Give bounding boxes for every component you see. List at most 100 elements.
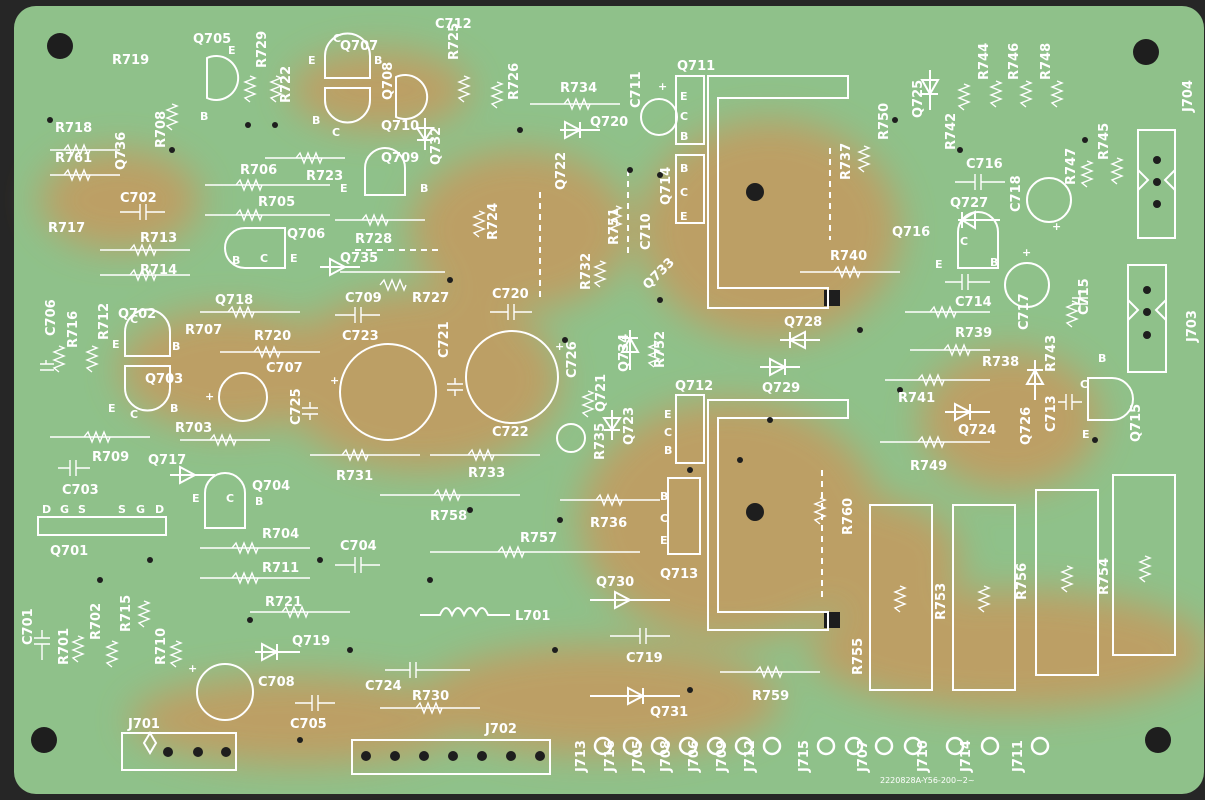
label-q702: Q702 [118, 307, 156, 322]
label-c714: C714 [955, 295, 992, 310]
label-c722: C722 [492, 425, 529, 440]
label-q716: Q716 [892, 225, 930, 240]
label-r755: R755 [851, 638, 866, 675]
label-q721: Q721 [594, 374, 609, 412]
plus-c707: + [205, 390, 214, 403]
label-r712: R712 [97, 303, 112, 340]
pin-c10: C [660, 512, 668, 525]
label-j702: J702 [484, 722, 517, 737]
label-c721: C721 [437, 321, 452, 358]
pin-e: E [228, 44, 236, 57]
pin-e6: E [108, 402, 116, 415]
label-r748: R748 [1039, 43, 1054, 80]
pin-c4: C [130, 313, 138, 326]
plus-c718: + [1052, 220, 1061, 233]
label-q724: Q724 [958, 423, 996, 438]
label-j701: J701 [127, 717, 160, 732]
label-r715: R715 [119, 595, 134, 632]
label-j703: J703 [1185, 310, 1200, 343]
pin-e2: E [308, 54, 316, 67]
label-r732: R732 [579, 253, 594, 290]
label-r742: R742 [944, 113, 959, 150]
label-q722: Q722 [554, 152, 569, 190]
label-c701: C701 [21, 608, 36, 645]
label-r714: R714 [140, 263, 177, 278]
transistor-outlines [124, 32, 1134, 529]
label-r758: R758 [430, 509, 467, 524]
heatsink-outlines [707, 75, 849, 631]
label-c726: C726 [565, 341, 580, 378]
label-j708: J708 [659, 740, 674, 773]
label-r727: R727 [412, 291, 449, 306]
label-r753: R753 [934, 583, 949, 620]
pin-c5: C [130, 408, 138, 421]
label-r757: R757 [520, 531, 557, 546]
label-r743: R743 [1044, 335, 1059, 372]
label-r704: R704 [262, 527, 299, 542]
label-q731: Q731 [650, 705, 688, 720]
board-serial: 2220828A-Y56-200~2~ [880, 776, 975, 785]
label-q709: Q709 [381, 151, 419, 166]
pin-b10: B [680, 162, 688, 175]
plus-c722: + [555, 340, 564, 353]
label-r726: R726 [507, 63, 522, 100]
label-r741: R741 [898, 391, 935, 406]
pin-e3: E [340, 182, 348, 195]
label-c709: C709 [345, 291, 382, 306]
label-r705: R705 [258, 195, 295, 210]
pin-b3: B [312, 114, 320, 127]
label-r752: R752 [653, 331, 668, 368]
pin-c2: C [332, 126, 340, 139]
pin-e4: E [290, 252, 298, 265]
pin-c: C [333, 32, 341, 45]
label-q730: Q730 [596, 575, 634, 590]
label-c716: C716 [966, 157, 1003, 172]
label-c705: C705 [290, 717, 327, 732]
label-c725: C725 [289, 388, 304, 425]
label-q736: Q736 [114, 132, 129, 170]
pin-b: B [200, 110, 208, 123]
label-r759: R759 [752, 689, 789, 704]
pin-g2: G [136, 503, 145, 516]
label-j704: J704 [1181, 80, 1196, 113]
label-r731: R731 [336, 469, 373, 484]
pin-c11: C [960, 235, 968, 248]
label-q725: Q725 [911, 80, 926, 118]
label-r708: R708 [154, 111, 169, 148]
label-q704: Q704 [252, 479, 290, 494]
label-r723: R723 [306, 169, 343, 184]
pin-g: G [60, 503, 69, 516]
plus-c708: + [188, 662, 197, 675]
pin-b6: B [172, 340, 180, 353]
label-c724: C724 [365, 679, 402, 694]
label-r717: R717 [48, 221, 85, 236]
label-j707: J707 [856, 740, 871, 773]
label-r756: R756 [1015, 563, 1030, 600]
label-r724: R724 [486, 203, 501, 240]
label-r719: R719 [112, 53, 149, 68]
label-r737: R737 [839, 143, 854, 180]
via-holes [47, 117, 1098, 743]
label-q706: Q706 [287, 227, 325, 242]
label-r749: R749 [910, 459, 947, 474]
label-c720: C720 [492, 287, 529, 302]
pin-b2: B [374, 54, 382, 67]
plus-c717: + [1022, 246, 1031, 259]
label-q728: Q728 [784, 315, 822, 330]
label-c713: C713 [1044, 395, 1059, 432]
plus-c711: + [658, 80, 667, 93]
label-q718: Q718 [215, 293, 253, 308]
label-j710: J710 [916, 740, 931, 773]
diodes [170, 70, 1045, 706]
label-q727: Q727 [950, 196, 988, 211]
pin-c9: C [664, 426, 672, 439]
label-q715: Q715 [1129, 404, 1144, 442]
pin-b9: B [680, 130, 688, 143]
pin-d2: D [155, 503, 164, 516]
label-c712: C712 [435, 17, 472, 32]
pin-e8: E [680, 90, 688, 103]
label-r706: R706 [240, 163, 277, 178]
label-r733: R733 [468, 466, 505, 481]
small-caps [34, 174, 1088, 711]
